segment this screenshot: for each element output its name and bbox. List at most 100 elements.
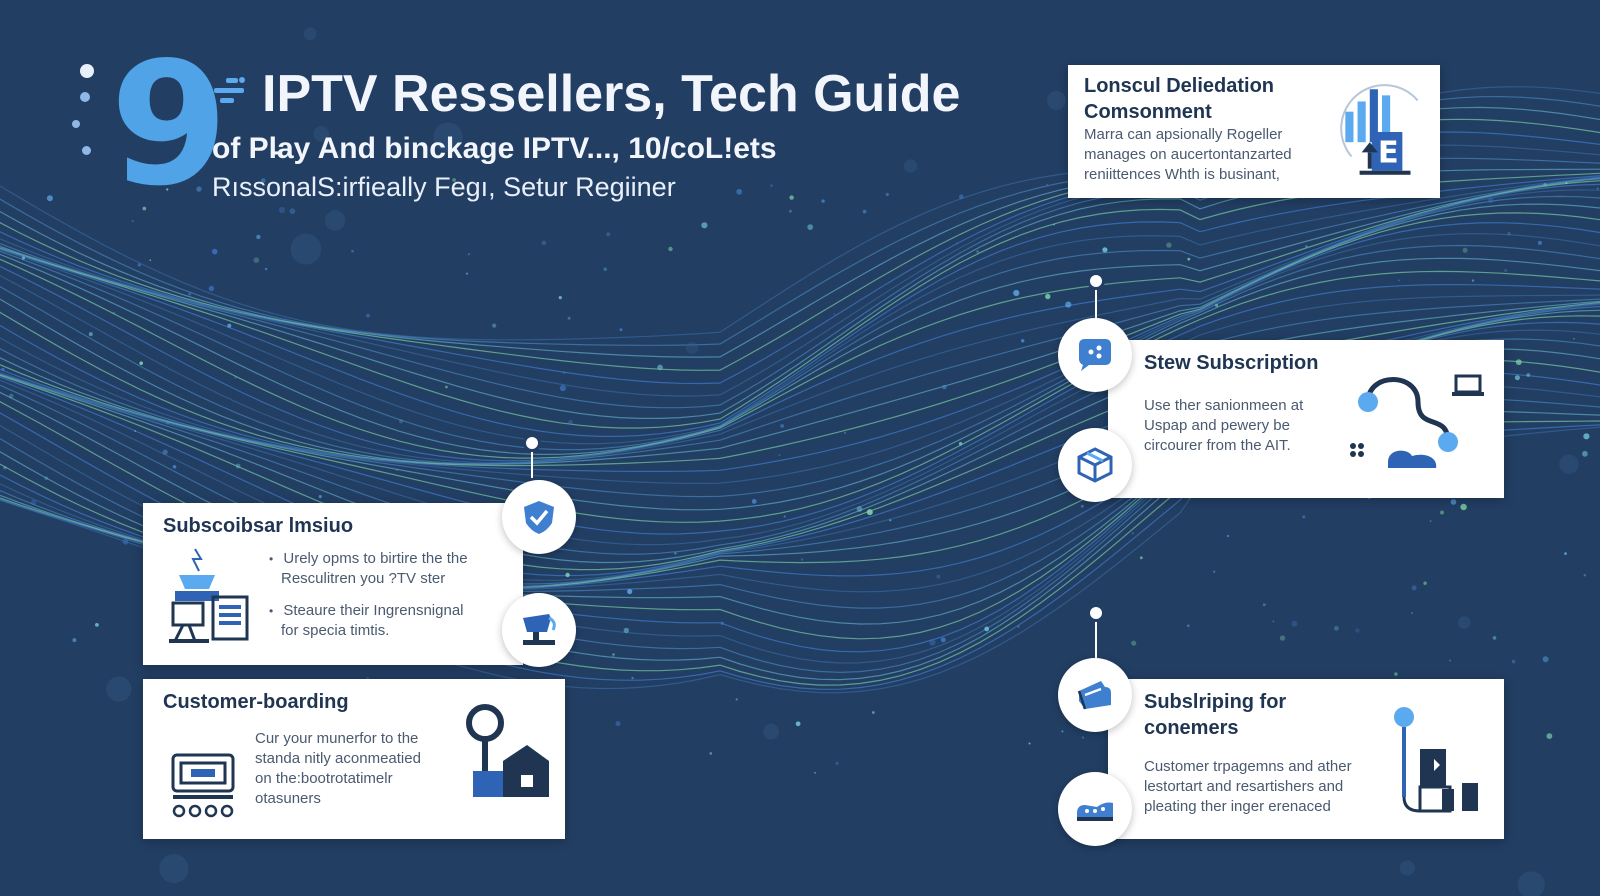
card-deliedation[interactable]: Lonscul Deliedation Comsonment Marra can…: [1068, 65, 1440, 198]
particle-dot: [866, 509, 873, 516]
connector-dot: [523, 434, 541, 452]
particle-dot: [142, 206, 147, 211]
particle-dot: [783, 515, 786, 518]
bokeh-dot: [903, 159, 918, 173]
particle-dot: [1045, 293, 1051, 300]
particle-dot: [46, 195, 53, 202]
list-item-line: for specia timtis.: [281, 622, 390, 639]
page-tagline: RıssonalS:irfieally Fegı, Setur Regiiner: [212, 172, 676, 202]
particle-dot: [1565, 182, 1568, 185]
particle-dot: [395, 468, 398, 471]
particle-dot: [1537, 240, 1542, 245]
particle-dot: [1596, 187, 1599, 190]
particle-dot: [149, 259, 152, 262]
particle-dot: [366, 677, 369, 680]
bokeh-dot: [1517, 871, 1545, 896]
particle-dot: [627, 588, 633, 595]
package-icon: [1077, 447, 1113, 483]
card-subscribsar[interactable]: Subscoibsar lmsiuo Urely opms to birtire…: [143, 503, 523, 665]
particle-dot: [1583, 574, 1587, 577]
logo-dot: [80, 92, 90, 102]
logo-dot: [82, 146, 91, 155]
particle-dot: [1213, 570, 1216, 573]
particle-dot: [1460, 503, 1467, 511]
particle-dot: [1291, 620, 1298, 627]
list-item-line: Steaure their Ingrensnignal: [283, 602, 464, 619]
particle-dot: [709, 752, 713, 755]
particle-dot: [1187, 624, 1190, 627]
particle-dot: [1507, 232, 1511, 236]
card-body-line: manages on aucertontanzarted: [1084, 146, 1292, 163]
particle-dot: [253, 257, 260, 264]
particle-dot: [256, 234, 261, 240]
wave-line: [0, 183, 1600, 462]
card-title: Subscoibsar lmsiuo: [163, 515, 354, 537]
particle-dot: [1081, 736, 1085, 739]
particle-dot: [559, 385, 567, 392]
particle-dot: [1305, 245, 1308, 249]
location-house-icon: [466, 704, 549, 797]
particle-dot: [833, 313, 836, 316]
wave-line: [0, 189, 1600, 464]
particle-dot: [606, 232, 611, 237]
particle-dot: [1139, 556, 1143, 560]
particle-dot: [668, 246, 673, 252]
card-stew-subscription[interactable]: Stew Subscription Use ther sanionmeen at…: [1108, 340, 1504, 498]
particle-dot: [701, 222, 708, 229]
particle-dot: [1504, 269, 1508, 272]
particle-dot: [1492, 636, 1497, 640]
particle-dot: [835, 761, 839, 765]
particle-dot: [1272, 620, 1275, 623]
shield-check-circle[interactable]: [502, 480, 576, 554]
particle-dot: [452, 178, 456, 182]
connector-dot: [1087, 272, 1105, 290]
ticket-circle[interactable]: [1058, 658, 1132, 732]
particle-dot: [1449, 659, 1452, 662]
particle-dot: [736, 188, 743, 195]
particle-dot: [1394, 672, 1398, 676]
particle-dot: [166, 421, 170, 425]
card-title-line: Subslriping for: [1144, 691, 1287, 713]
particle-dot: [958, 442, 963, 446]
particle-dot: [1080, 504, 1084, 508]
particle-dot: [95, 623, 99, 627]
package-circle[interactable]: [1058, 428, 1132, 502]
particle-dot: [631, 676, 634, 680]
card-title-line: Lonscul Deliedation: [1084, 75, 1275, 97]
particle-dot: [862, 209, 867, 214]
particle-dot: [1279, 635, 1286, 641]
chat-bubble-circle[interactable]: [1058, 318, 1132, 392]
particle-dot: [1355, 628, 1360, 633]
connector-line: [531, 448, 533, 478]
particle-dot: [366, 313, 370, 318]
particle-dot: [1511, 659, 1516, 664]
particle-dot: [1542, 656, 1549, 663]
particle-dot: [112, 311, 116, 315]
particle-dot: [122, 539, 129, 545]
shoe-circle[interactable]: [1058, 772, 1132, 846]
particle-dot: [1334, 625, 1339, 631]
wave-line: [0, 177, 1600, 456]
card-body: Cur your munerfor to the standa nitly ac…: [255, 729, 421, 809]
wave-line: [0, 212, 1600, 467]
particle-dot: [1471, 279, 1475, 282]
connector-dot: [1087, 604, 1105, 622]
card-subslriping[interactable]: Subslriping for conemers Customer trpage…: [1108, 679, 1504, 839]
wave-line: [0, 195, 1600, 465]
particle-dot: [1131, 532, 1134, 535]
particle-dot: [814, 772, 816, 774]
particle-dot: [1564, 552, 1567, 555]
bokeh-dot: [313, 126, 330, 142]
particle-dot: [21, 256, 25, 260]
particle-dot: [1423, 581, 1427, 585]
particle-dot: [1061, 730, 1064, 733]
particle-dot: [885, 192, 889, 197]
particle-dot: [261, 178, 266, 183]
card-title: Lonscul Deliedation Comsonment: [1084, 73, 1274, 125]
particle-dot: [720, 621, 724, 625]
chat-bubble-icon: [1079, 339, 1111, 371]
particle-dot: [1582, 450, 1588, 457]
bokeh-dot: [433, 122, 463, 152]
monitor-circle[interactable]: [502, 593, 576, 667]
card-customer-boarding[interactable]: Customer-boarding Cur your munerfor to t…: [143, 679, 565, 839]
